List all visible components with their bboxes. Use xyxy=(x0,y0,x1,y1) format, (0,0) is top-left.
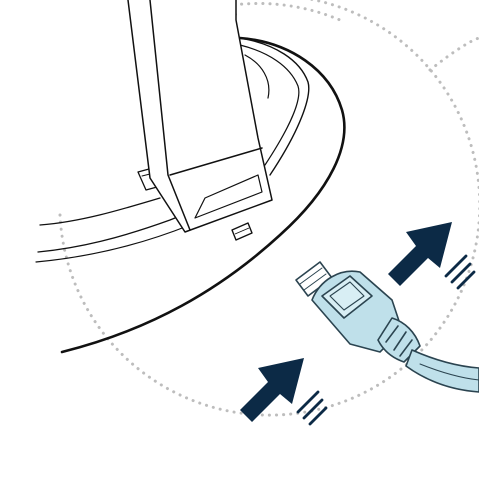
device-stand-icon xyxy=(127,0,273,233)
micro-usb-cable-icon xyxy=(295,261,479,393)
micro-usb-port-icon xyxy=(231,222,253,241)
insert-direction-arrow-icon xyxy=(240,358,328,426)
insert-direction-arrow-icon xyxy=(388,222,476,290)
charging-dock-icon xyxy=(35,36,346,354)
